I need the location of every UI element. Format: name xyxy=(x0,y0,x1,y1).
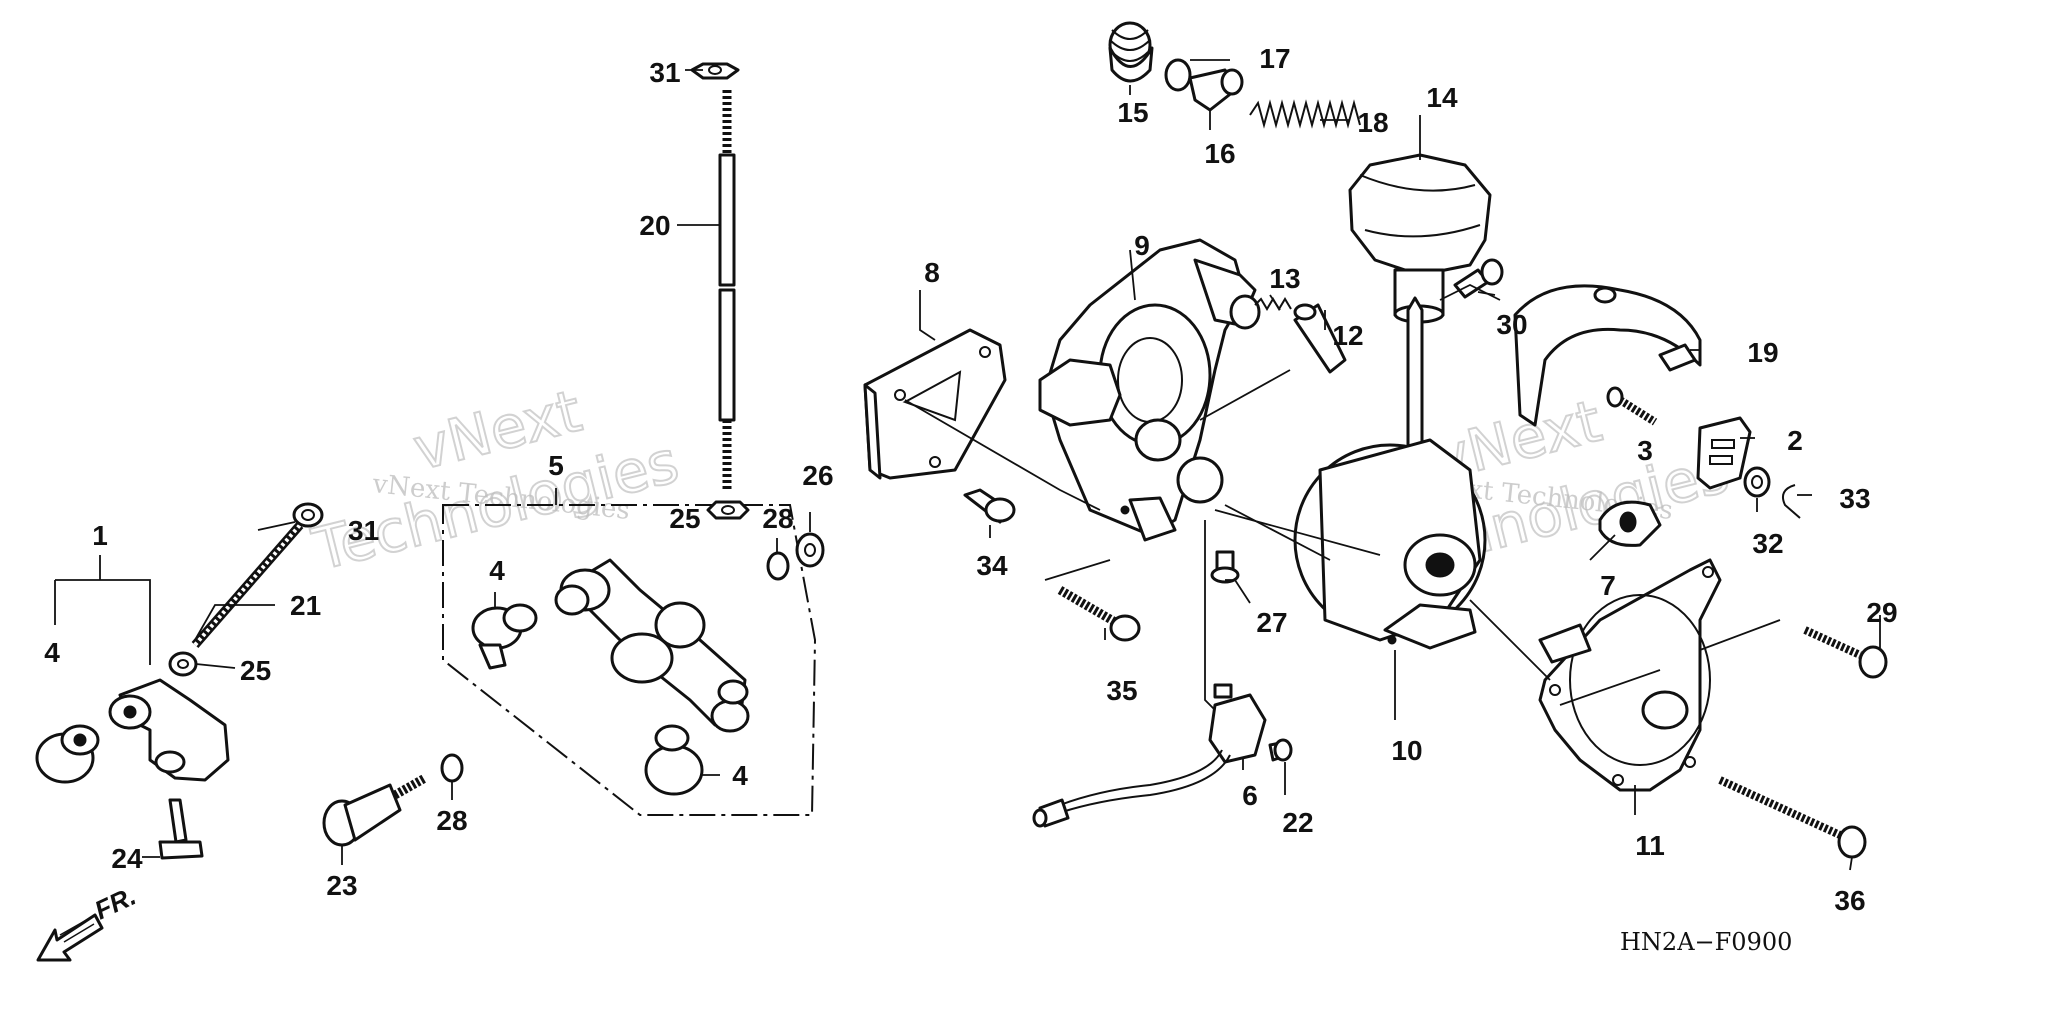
cover-11 xyxy=(1538,558,1722,792)
label-13: 13 xyxy=(1269,263,1300,294)
assembly-5-outline xyxy=(442,504,817,816)
label-3: 3 xyxy=(1637,435,1653,466)
bolt-36 xyxy=(1718,776,1867,859)
label-28: 28 xyxy=(436,805,467,836)
rod-upper xyxy=(718,153,736,287)
spring-18 xyxy=(1249,99,1361,129)
plunger-16 xyxy=(1188,68,1244,112)
label-26: 26 xyxy=(802,460,833,491)
shifter-base-10 xyxy=(1293,296,1487,650)
label-28: 28 xyxy=(762,503,793,534)
label-5: 5 xyxy=(548,450,564,481)
washer-32 xyxy=(1743,466,1771,498)
bolt-29 xyxy=(1803,626,1888,679)
label-32: 32 xyxy=(1752,528,1783,559)
label-20: 20 xyxy=(639,210,670,241)
label-4: 4 xyxy=(732,760,748,791)
label-31: 31 xyxy=(649,57,680,88)
bolt-3 xyxy=(1606,386,1658,426)
label-11: 11 xyxy=(1635,830,1665,861)
bolt-34 xyxy=(963,488,1016,524)
label-4: 4 xyxy=(489,555,505,586)
cap-15 xyxy=(1108,21,1154,83)
washer-28 xyxy=(766,551,790,581)
nut-25 xyxy=(168,651,198,677)
label-1: 1 xyxy=(92,520,108,551)
label-19: 19 xyxy=(1747,337,1778,368)
part-labels: 1 4 31 21 25 24 23 28 5 4 4 31 20 25 28 … xyxy=(44,43,1897,916)
label-8: 8 xyxy=(924,257,940,288)
label-9: 9 xyxy=(1134,230,1150,261)
label-4: 4 xyxy=(44,637,60,668)
label-17: 17 xyxy=(1259,43,1290,74)
ball-4-lower xyxy=(644,744,704,796)
label-27: 27 xyxy=(1256,607,1287,638)
bolt-24 xyxy=(168,798,188,844)
label-25: 25 xyxy=(669,503,700,534)
plate-2 xyxy=(1696,416,1752,490)
leader-lines xyxy=(142,59,1881,871)
housing-9 xyxy=(1038,238,1261,542)
label-7: 7 xyxy=(1600,570,1616,601)
label-35: 35 xyxy=(1106,675,1137,706)
diagram-code: HN2A−F0900 xyxy=(1620,928,1792,956)
washer-28-lower xyxy=(440,753,464,783)
label-12: 12 xyxy=(1332,320,1363,351)
washer-26 xyxy=(795,532,825,568)
bracket-1 xyxy=(54,555,151,665)
label-18: 18 xyxy=(1357,107,1388,138)
label-36: 36 xyxy=(1834,885,1865,916)
label-24: 24 xyxy=(111,843,143,874)
pin-12 xyxy=(1293,303,1347,374)
label-14: 14 xyxy=(1426,82,1458,113)
label-6: 6 xyxy=(1242,780,1258,811)
label-15: 15 xyxy=(1117,97,1148,128)
knob-14 xyxy=(1348,153,1492,324)
label-33: 33 xyxy=(1839,483,1870,514)
screw-22 xyxy=(1268,738,1293,762)
rod-end-assembly xyxy=(35,502,324,860)
label-29: 29 xyxy=(1866,597,1897,628)
label-34: 34 xyxy=(976,550,1008,581)
screw-30 xyxy=(1453,258,1504,299)
clip-33 xyxy=(1782,484,1801,519)
label-16: 16 xyxy=(1204,138,1235,169)
front-direction-arrow: FR. xyxy=(36,881,141,962)
retainer-7 xyxy=(1598,500,1662,547)
label-25: 25 xyxy=(240,655,271,686)
label-22: 22 xyxy=(1282,807,1313,838)
pin-23 xyxy=(322,753,464,847)
plate-8 xyxy=(863,328,1007,480)
label-23: 23 xyxy=(326,870,357,901)
vertical-rod-20 xyxy=(690,62,825,581)
nut-25 xyxy=(706,500,750,520)
label-31: 31 xyxy=(348,515,379,546)
label-21: 21 xyxy=(290,590,321,621)
nut-31 xyxy=(292,502,324,528)
link-arm-assembly xyxy=(442,488,817,816)
bolt-35 xyxy=(1057,586,1141,642)
cover-19 xyxy=(1513,284,1702,427)
watermark-left: vNext Technologies vNext Technologies xyxy=(305,376,686,585)
switch-6 xyxy=(1032,683,1267,828)
label-2: 2 xyxy=(1787,425,1803,456)
screw-27 xyxy=(1210,550,1240,584)
label-30: 30 xyxy=(1496,309,1527,340)
o-ring-17 xyxy=(1164,58,1192,92)
label-10: 10 xyxy=(1391,735,1422,766)
